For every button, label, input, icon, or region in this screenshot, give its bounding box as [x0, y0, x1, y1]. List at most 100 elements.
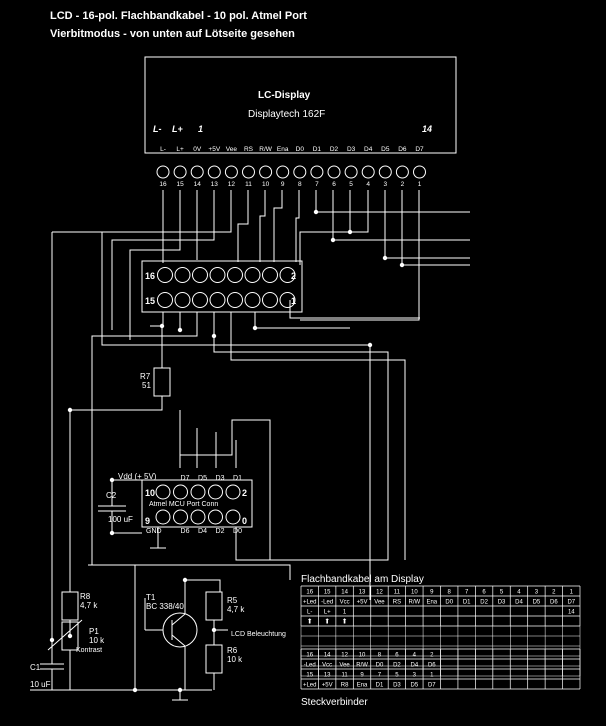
- table-cell: 11: [394, 590, 401, 596]
- p1-label: P1: [89, 627, 99, 636]
- atmel-pad: [190, 484, 206, 500]
- table-cell: +5V: [357, 600, 368, 606]
- lcd-pin-pad: [173, 165, 187, 179]
- lcd-pin-label: D5: [381, 146, 390, 153]
- r7-label: R7: [140, 372, 151, 381]
- table-cell: 9: [360, 673, 364, 679]
- junction-dot: [211, 333, 217, 339]
- atmel-top-pin-label: D7: [181, 475, 190, 482]
- lcd-pin-pad: [293, 165, 307, 179]
- table-cell: 4: [517, 590, 521, 596]
- ribbon-pad: [209, 292, 226, 308]
- table-cell: D1: [463, 600, 471, 606]
- title-line-1: LCD - 16-pol. Flachbandkabel - 10 pol. A…: [50, 10, 307, 22]
- table-cell: 5: [395, 673, 399, 679]
- lcd-pin-pad: [395, 165, 409, 179]
- table-cell: Ena: [357, 683, 368, 689]
- arrow-icon: ⬆: [324, 618, 330, 626]
- table-cell: 13: [324, 673, 331, 679]
- table-cell: -Led: [321, 600, 333, 606]
- lcd-pin-number: 15: [176, 181, 184, 188]
- lcd-top-lminus: L-: [153, 124, 162, 134]
- lcd-model: Displaytech 162F: [248, 109, 325, 120]
- junction-dot: [109, 530, 115, 536]
- wires: [30, 56, 470, 701]
- r8-value: 4,7 k: [80, 601, 98, 610]
- t1-label: T1: [146, 593, 156, 602]
- table-cell: 3: [535, 590, 539, 596]
- table-cell: D6: [428, 663, 436, 669]
- atmel-pin10: 10: [145, 488, 155, 498]
- lcd-pin-label: +5V: [208, 146, 220, 153]
- lcd-pin-pad: [259, 165, 273, 179]
- title-line-2: Vierbitmodus - von unten auf Lötseite ge…: [50, 28, 295, 40]
- lcd-pin-number: 13: [211, 181, 219, 188]
- table-cell: 8: [448, 590, 452, 596]
- table-cell: D5: [411, 683, 419, 689]
- table-cell: 9: [430, 590, 434, 596]
- atmel-pad: [155, 484, 171, 500]
- junction-dot: [177, 687, 183, 693]
- lcd-top-one: 1: [198, 124, 203, 134]
- atmel-pad: [225, 509, 241, 525]
- junction-dot: [211, 627, 217, 633]
- table-cell: D7: [428, 683, 436, 689]
- ribbon-pad: [174, 292, 191, 308]
- r6-body: [205, 644, 223, 674]
- table-cell: 16: [306, 653, 313, 659]
- lcd-pin-pad: [207, 165, 221, 179]
- table-cell: 14: [324, 653, 331, 659]
- table-cell: 6: [482, 590, 486, 596]
- ribbon-pad: [174, 267, 191, 283]
- atmel-pad: [173, 484, 188, 500]
- table-cell: D3: [393, 683, 401, 689]
- junction-dot: [367, 342, 373, 348]
- table-cell: L-: [307, 610, 312, 616]
- atmel-top-pin-label: D3: [216, 475, 225, 482]
- atmel-pad: [225, 484, 241, 500]
- table-cell: +5V: [322, 683, 333, 689]
- ribbon-top-right: 2: [291, 271, 296, 281]
- table-cell: 8: [378, 653, 382, 659]
- arrow-icon: ⬆: [307, 618, 313, 626]
- lcd-pin-label: D2: [330, 146, 339, 153]
- lcd-pin-number: 16: [159, 181, 167, 188]
- atmel-pad: [190, 509, 206, 525]
- p1-note: Kontrast: [76, 647, 102, 654]
- ribbon-connector-16: [141, 260, 303, 313]
- lcd-pin-label: L+: [176, 146, 184, 153]
- table-cell: Vee: [374, 600, 385, 606]
- atmel-pad: [173, 509, 188, 525]
- lcd-pin-label: Vee: [226, 146, 238, 153]
- atmel-top-pin-label: D5: [198, 475, 207, 482]
- lcd-pin-label: Ena: [277, 146, 289, 153]
- table-cell: -Led: [304, 663, 316, 669]
- junction-dot: [67, 407, 73, 413]
- table-cell: 2: [430, 653, 434, 659]
- table-cell: R/W: [356, 663, 368, 669]
- table-cell: Ena: [426, 600, 437, 606]
- ribbon-pad: [227, 292, 243, 308]
- table-cell: D4: [515, 600, 523, 606]
- atmel-vdd: Vdd (+ 5V): [118, 472, 157, 481]
- junction-dots: [49, 209, 405, 693]
- p1-value: 10 k: [89, 636, 105, 645]
- ribbon-pad: [262, 292, 278, 308]
- lcd-pin-number: 2: [401, 181, 405, 188]
- lcd-pin-pad: [310, 165, 324, 179]
- lcd-pin-number: 10: [262, 181, 270, 188]
- lcd-pin-label: 0V: [193, 146, 202, 153]
- table-cell: 11: [341, 673, 348, 679]
- table-cell: D0: [376, 663, 384, 669]
- lcd-pin-number: 4: [366, 181, 370, 188]
- table-cell: D4: [411, 663, 419, 669]
- ribbon-pad: [262, 267, 278, 283]
- ribbon-pad: [227, 267, 243, 283]
- table-cell: D7: [567, 600, 575, 606]
- table-cell: RS: [393, 600, 401, 606]
- junction-dot: [399, 262, 405, 268]
- table-cell: D6: [550, 600, 558, 606]
- table-cell: 12: [376, 590, 383, 596]
